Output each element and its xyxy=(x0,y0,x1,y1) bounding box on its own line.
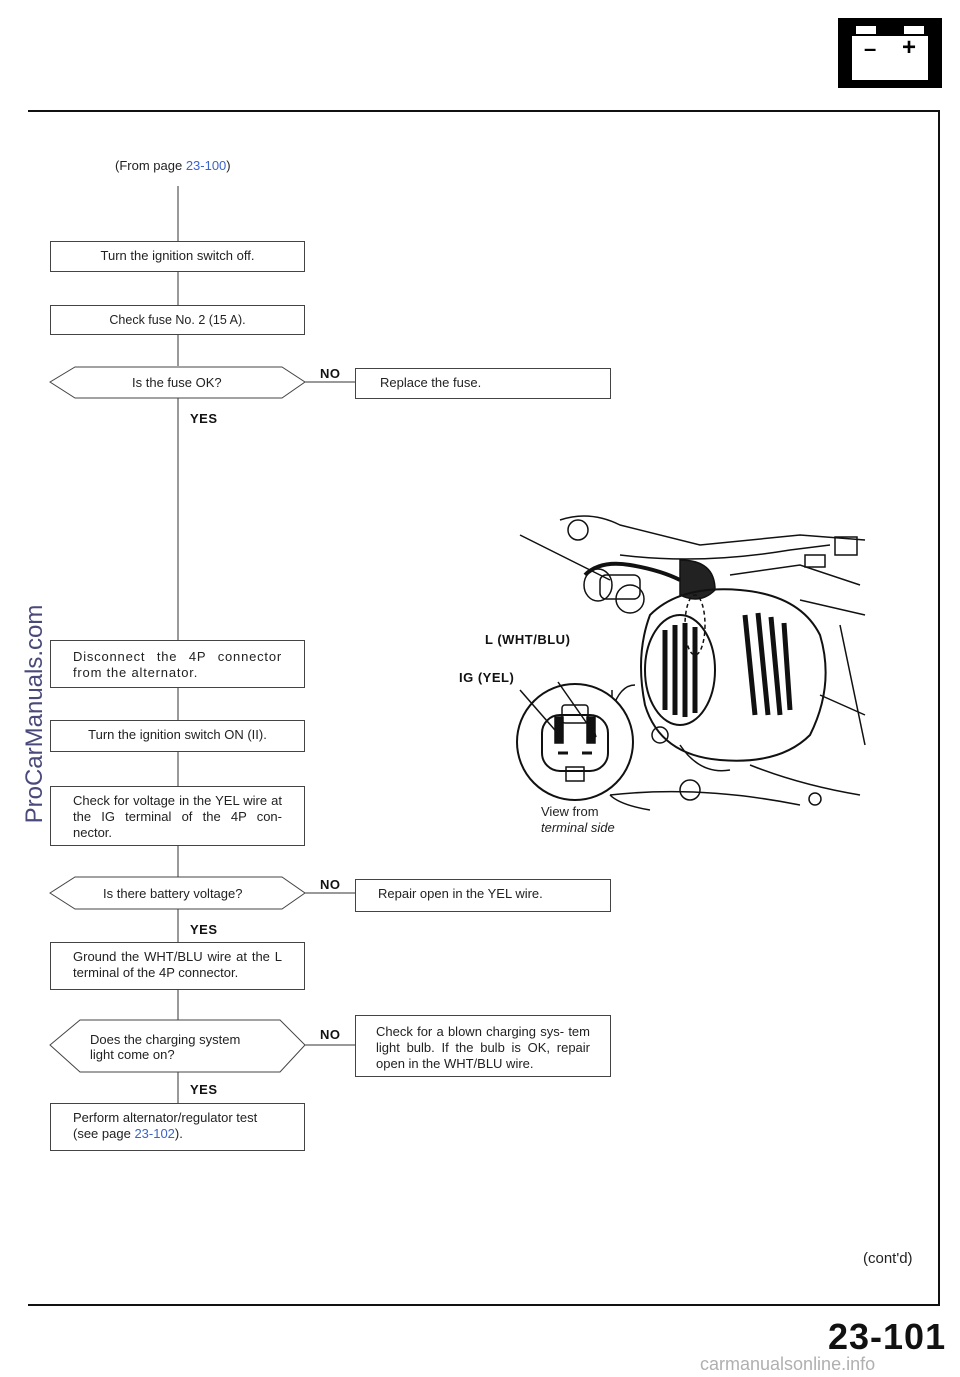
label-yes-fuse: YES xyxy=(190,411,218,426)
watermark-side-text: ProCarManuals.com xyxy=(21,604,48,824)
decision-fuse-ok-shape xyxy=(49,366,306,399)
label-yes-charging: YES xyxy=(190,1082,218,1097)
label-yes-voltage: YES xyxy=(190,922,218,937)
alternator-illustration xyxy=(516,515,866,811)
step-turn-ignition-off: Turn the ignition switch off. xyxy=(50,241,305,272)
step-turn-ignition-on: Turn the ignition switch ON (II). xyxy=(50,720,305,752)
label-ig-terminal: IG (YEL) xyxy=(459,670,515,685)
from-page-reference: (From page 23-100) xyxy=(115,158,231,173)
step-perform-test: Perform alternator/regulator test (see p… xyxy=(50,1103,305,1151)
label-no-fuse: NO xyxy=(320,366,341,381)
action-replace-fuse: Replace the fuse. xyxy=(355,368,611,399)
label-no-voltage: NO xyxy=(320,877,341,892)
action-check-bulb: Check for a blown charging sys- tem ligh… xyxy=(355,1015,611,1077)
watermark-bottom: carmanualsonline.info xyxy=(700,1354,876,1374)
label-view-from: View from terminal side xyxy=(541,804,615,835)
decision-battery-shape xyxy=(49,876,306,910)
page-number: 23-101 xyxy=(828,1316,947,1357)
question-charging-light: Does the charging system light come on? xyxy=(90,1032,241,1062)
page-frame xyxy=(28,110,940,1306)
continued-label: (cont'd) xyxy=(863,1250,913,1267)
from-page-link[interactable]: 23-100 xyxy=(185,158,227,173)
step-check-fuse: Check fuse No. 2 (15 A). xyxy=(50,305,305,335)
label-no-charging: NO xyxy=(320,1027,341,1042)
label-l-terminal: L (WHT/BLU) xyxy=(485,632,571,647)
battery-plus: + xyxy=(902,34,917,61)
step-ground-wht-blu: Ground the WHT/BLU wire at the L termina… xyxy=(50,942,305,990)
step-disconnect-connector: Disconnect the 4P connector from the alt… xyxy=(50,640,305,688)
action-repair-yel: Repair open in the YEL wire. xyxy=(355,879,611,912)
battery-icon: – + xyxy=(838,18,942,88)
question-battery-voltage: Is there battery voltage? xyxy=(103,886,243,901)
question-fuse-ok: Is the fuse OK? xyxy=(132,375,222,390)
step-check-voltage: Check for voltage in the YEL wire at the… xyxy=(50,786,305,846)
decision-charging-shape xyxy=(49,1019,306,1073)
battery-minus: – xyxy=(864,36,877,61)
perform-page-link[interactable]: 23-102 xyxy=(134,1126,175,1141)
